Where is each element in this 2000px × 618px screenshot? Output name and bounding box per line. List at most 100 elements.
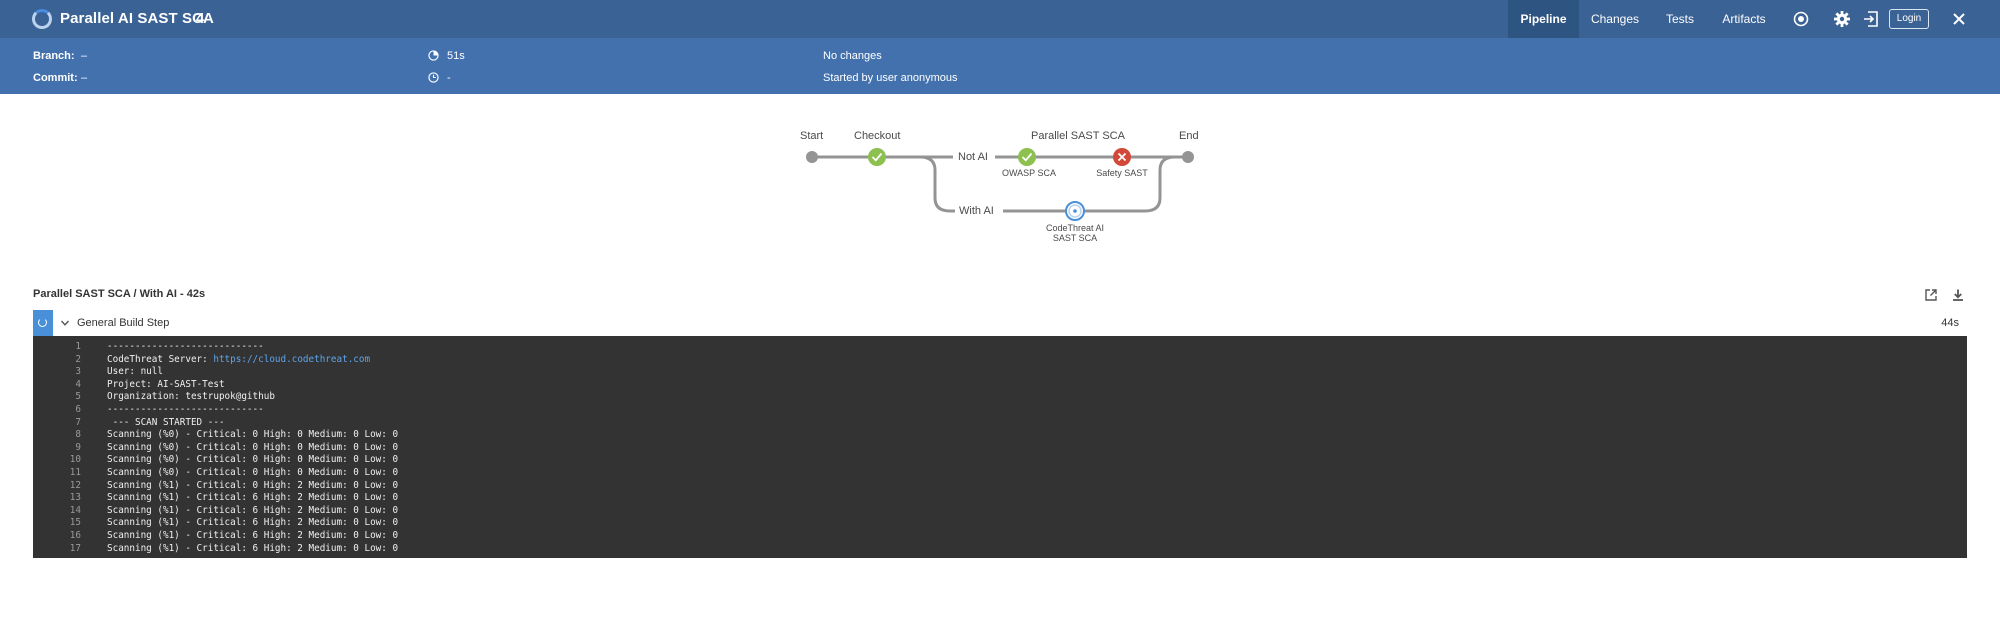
log-line-number[interactable]: 16 xyxy=(69,530,81,541)
log-line: 10 Scanning (%0) - Critical: 0 High: 0 Me… xyxy=(33,454,398,467)
log-line-text: Scanning (%1) - Critical: 6 High: 2 Medi… xyxy=(107,504,399,516)
download-icon[interactable] xyxy=(1951,288,1965,302)
log-line-text: Scanning (%1) - Critical: 0 High: 2 Medi… xyxy=(107,479,399,491)
run-number: 4 xyxy=(196,10,205,27)
codethreat-running-icon[interactable] xyxy=(1065,201,1085,221)
log-line: 14 Scanning (%1) - Critical: 6 High: 2 Me… xyxy=(33,505,398,518)
console-log: 1 ---------------------------- 2 CodeThreat… xyxy=(33,336,1967,558)
log-line: 6 ---------------------------- xyxy=(33,404,264,417)
duration-icon xyxy=(428,50,439,61)
log-line: 9 Scanning (%0) - Critical: 0 High: 0 Med… xyxy=(33,442,398,455)
branch-label-not-ai: Not AI xyxy=(958,151,988,163)
log-line-text: CodeThreat Server: xyxy=(107,353,214,365)
start-node xyxy=(806,151,818,163)
log-line-number[interactable]: 8 xyxy=(75,429,81,441)
log-line-number[interactable]: 17 xyxy=(69,542,81,554)
started-time: - xyxy=(447,72,451,84)
chevron-down-icon[interactable] xyxy=(60,318,70,328)
top-header: Parallel AI SAST SCA 4 Pipeline Changes … xyxy=(0,0,2000,38)
duration-value: 51s xyxy=(447,50,465,62)
log-line: 11 Scanning (%0) - Critical: 0 High: 0 Me… xyxy=(33,467,398,480)
log-line: 15 Scanning (%1) - Critical: 6 High: 2 Me… xyxy=(33,517,398,530)
stage-label-codethreat-1: CodeThreat AI xyxy=(1045,223,1105,233)
branch-label-with-ai: With AI xyxy=(959,205,994,217)
tab-changes[interactable]: Changes xyxy=(1590,12,1640,26)
started-by-text: Started by user anonymous xyxy=(823,72,958,84)
log-line-text: Scanning (%1) - Critical: 6 High: 2 Medi… xyxy=(107,530,399,541)
log-line: 4 Project: AI-SAST-Test xyxy=(33,378,225,392)
step-duration: 44s xyxy=(1941,317,1959,329)
log-line-text: Project: AI-SAST-Test xyxy=(107,378,225,390)
log-line-text: Scanning (%1) - Critical: 6 High: 2 Medi… xyxy=(107,542,399,554)
step-running-icon xyxy=(33,310,53,336)
stage-label-end: End xyxy=(1179,130,1199,142)
log-line-text: Scanning (%1) - Critical: 6 High: 2 Medi… xyxy=(107,517,399,529)
commit-label: Commit: xyxy=(33,72,78,84)
log-line-text: Scanning (%1) - Critical: 6 High: 2 Medi… xyxy=(107,492,399,504)
log-line-number[interactable]: 13 xyxy=(69,492,81,504)
clock-icon xyxy=(428,72,439,83)
log-line-text: ---------------------------- xyxy=(107,404,264,415)
log-line: 2 CodeThreat Server: https://cloud.codeth… xyxy=(33,354,370,367)
log-line-number[interactable]: 9 xyxy=(75,441,81,453)
log-line-number[interactable]: 4 xyxy=(75,378,81,390)
log-line-number[interactable]: 1 xyxy=(75,341,81,352)
pipeline-graph xyxy=(806,148,1194,221)
log-line-link[interactable]: https://cloud.codethreat.com xyxy=(213,353,371,365)
branch-value: – xyxy=(81,50,88,62)
log-line-number[interactable]: 6 xyxy=(75,404,81,415)
log-line: 7 --- SCAN STARTED --- xyxy=(33,416,224,430)
open-classic-icon[interactable] xyxy=(1862,10,1880,28)
pipeline-title: Parallel AI SAST SCA xyxy=(60,10,214,27)
log-line-number[interactable]: 14 xyxy=(69,504,81,516)
changes-text: No changes xyxy=(823,50,882,62)
owasp-success-icon[interactable] xyxy=(1018,148,1036,166)
log-line-text: User: null xyxy=(107,366,163,378)
log-line: 3 User: null xyxy=(33,366,163,379)
graph-with-ai-connector xyxy=(919,155,1176,213)
end-node xyxy=(1182,151,1194,163)
log-line-text: Scanning (%0) - Critical: 0 High: 0 Medi… xyxy=(107,467,399,478)
gear-icon[interactable] xyxy=(1833,10,1851,28)
open-in-new-icon[interactable] xyxy=(1924,288,1938,302)
stage-label-checkout: Checkout xyxy=(854,130,901,142)
stage-label-start: Start xyxy=(800,130,824,142)
running-status-icon xyxy=(32,9,52,29)
login-button[interactable]: Login xyxy=(1889,9,1929,29)
stage-label-parallel: Parallel SAST SCA xyxy=(1031,130,1125,142)
build-step-header[interactable]: General Build Step 44s xyxy=(33,310,1967,337)
log-line: 1 ---------------------------- xyxy=(33,341,264,354)
log-line-number[interactable]: 12 xyxy=(69,479,81,491)
log-line-text: Organization: testrupok@github xyxy=(107,391,275,403)
log-line: 16 Scanning (%1) - Critical: 6 High: 2 Me… xyxy=(33,530,398,543)
log-line-number[interactable]: 10 xyxy=(69,454,81,466)
commit-value: – xyxy=(81,72,88,84)
log-line: 5 Organization: testrupok@github xyxy=(33,391,275,404)
close-icon[interactable] xyxy=(1950,10,1968,28)
log-line: 12 Scanning (%1) - Critical: 0 High: 2 Me… xyxy=(33,480,398,493)
log-line-text: ---------------------------- xyxy=(107,341,264,352)
stage-label-owasp: OWASP SCA xyxy=(1002,168,1057,178)
log-line-number[interactable]: 15 xyxy=(69,517,81,529)
safety-failed-icon[interactable] xyxy=(1113,148,1131,166)
branch-label: Branch: xyxy=(33,50,75,62)
step-name: General Build Step xyxy=(77,317,170,329)
log-line-text: Scanning (%0) - Critical: 0 High: 0 Medi… xyxy=(107,454,399,466)
tab-tests[interactable]: Tests xyxy=(1665,12,1694,26)
checkout-success-icon[interactable] xyxy=(868,148,886,166)
log-section-title: Parallel SAST SCA / With AI - 42s xyxy=(33,288,206,300)
log-line-number[interactable]: 3 xyxy=(75,366,81,378)
run-summary: Branch: – Commit: – 51s - No changes Sta… xyxy=(0,38,2000,94)
log-line-number[interactable]: 11 xyxy=(69,467,81,478)
log-line-number[interactable]: 7 xyxy=(75,416,81,428)
log-line-text: Scanning (%0) - Critical: 0 High: 0 Medi… xyxy=(107,441,399,453)
tab-artifacts[interactable]: Artifacts xyxy=(1722,12,1766,26)
log-line: 13 Scanning (%1) - Critical: 6 High: 2 Me… xyxy=(33,492,398,505)
replay-icon[interactable] xyxy=(1792,10,1810,28)
log-line-number[interactable]: 5 xyxy=(75,391,81,403)
log-line-number[interactable]: 2 xyxy=(75,353,81,365)
stage-label-safety: Safety SAST xyxy=(1096,168,1148,178)
tab-pipeline[interactable]: Pipeline xyxy=(1508,0,1579,38)
log-line: 17 Scanning (%1) - Critical: 6 High: 2 Me… xyxy=(33,543,398,556)
